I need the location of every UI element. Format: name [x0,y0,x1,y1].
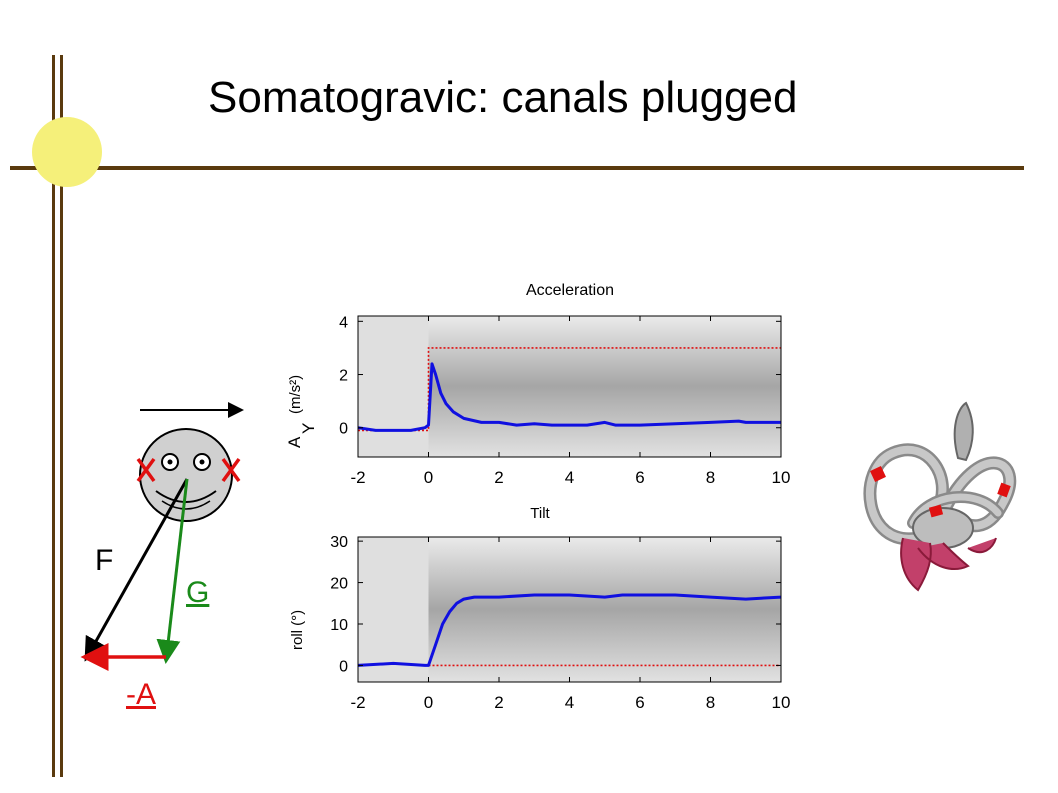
chart-title-acceleration: Acceleration [525,282,615,299]
x-tick-label: 8 [706,693,715,712]
canal-plug-left-x-icon [136,457,156,483]
y-axis-label-subscript: Y [299,423,318,434]
vector-G [156,478,189,664]
pre-stimulus-band [358,537,429,682]
decorative-yellow-circle [32,117,102,187]
plug-mark-1 [870,466,886,482]
y-tick-label: 0 [339,421,348,438]
frame-vertical-line-left [52,55,55,777]
canal-plug-right-x-icon [221,457,241,483]
mean-response-line [357,362,781,432]
slide-title: Somatogravic: canals plugged [208,73,798,122]
x-tick-label: -2 [350,693,365,712]
x-tick-label: 0 [424,693,433,712]
distribution-band [428,316,781,457]
y-axis-label-main: A [285,436,304,448]
reference-line [358,347,781,432]
frame-vertical-line-right [60,55,63,777]
label-F: F [95,544,114,577]
x-tick-label: 10 [772,468,791,487]
x-tick-label: 0 [424,468,433,487]
pre-stimulus-band [358,316,429,457]
mean-response-line [357,593,782,667]
x-tick-label: 6 [635,693,644,712]
y-tick-label: 10 [330,617,348,634]
x-tick-label: 4 [565,693,574,712]
y-axis-label: roll (°) [289,610,306,650]
y-axis-label: AY (m/s²) [285,375,318,448]
label-minus-A: -A [126,678,156,711]
chart-title-tilt: Tilt [530,505,550,522]
x-tick-label: 4 [565,468,574,487]
inner-ear-illustration [863,401,1017,592]
y-tick-label: 20 [330,576,348,593]
plug-mark-3 [997,482,1011,498]
head [139,428,233,522]
x-tick-label: 8 [706,468,715,487]
distribution-band [428,537,781,682]
endolymphatic-sac [953,401,974,462]
tilt-chart: -2 0 2 4 6 8 10 0 10 20 30 roll (°) [289,534,791,712]
vector-F [84,478,189,662]
x-tick-label: 10 [772,693,791,712]
x-tick-label: 2 [494,693,503,712]
x-tick-label: 2 [494,468,503,487]
force-diagram [80,402,244,671]
y-tick-label: 30 [330,534,348,551]
x-tick-label: -2 [350,468,365,487]
plug-mark-2 [928,504,944,518]
frame-horizontal-line [10,166,1024,170]
y-tick-label: 2 [339,368,348,385]
y-tick-label: 0 [339,658,348,675]
y-axis-label-unit: (m/s²) [287,375,304,414]
x-tick-label: 6 [635,468,644,487]
nerve-fibers [900,537,997,592]
y-tick-label: 4 [339,314,348,331]
mouth [155,490,217,503]
label-G: G [186,576,210,609]
